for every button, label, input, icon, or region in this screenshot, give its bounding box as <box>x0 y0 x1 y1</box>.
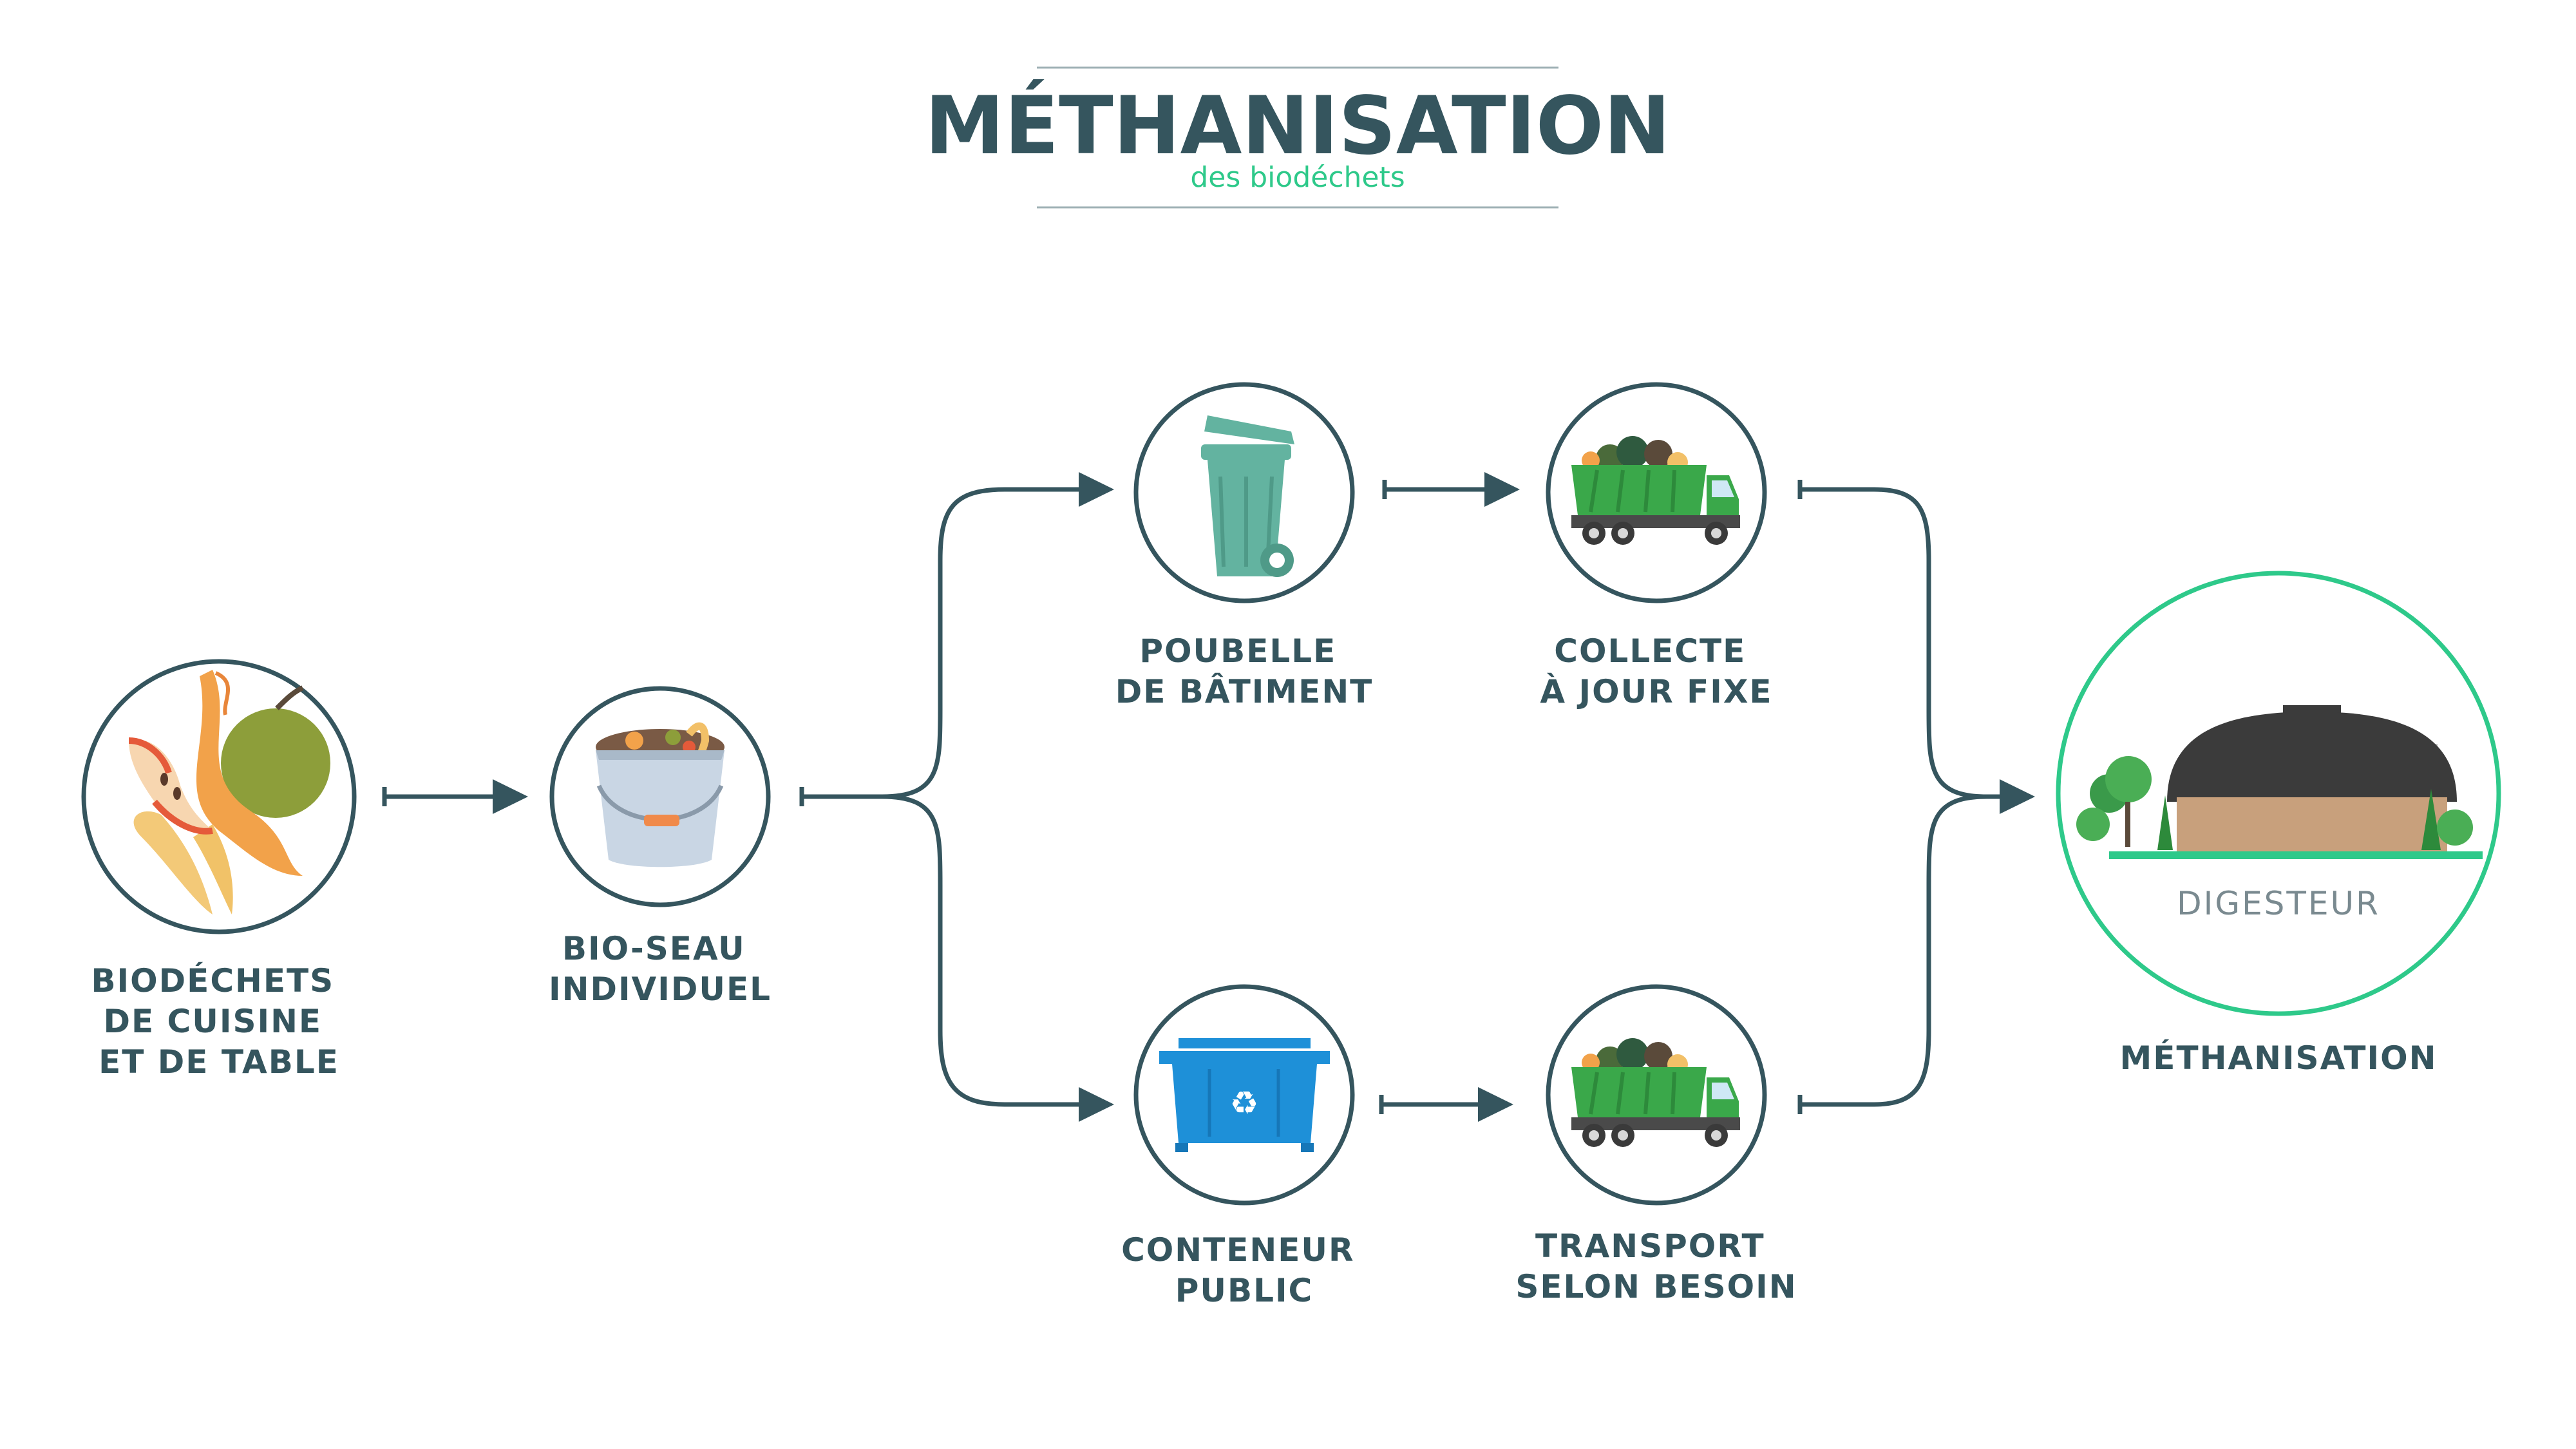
digester-label: DIGESTEUR <box>2177 885 2380 922</box>
garbage-truck-icon <box>1571 436 1740 545</box>
page-title: MÉTHANISATION <box>925 79 1671 173</box>
svg-text:CONTENEUR PUBLIC: CONTENEUR PUBLIC <box>1121 1231 1367 1309</box>
header: MÉTHANISATION des biodéchets <box>925 66 1671 209</box>
step-biowaste-label-3: ET DE TABLE <box>99 1043 339 1081</box>
wheelie-bin-icon <box>1201 415 1294 577</box>
svg-text:COLLECTE À JOUR FIXE: COLLECTE À JOUR FIXE <box>1540 632 1772 710</box>
bio-bucket-icon <box>596 722 724 867</box>
flow-connectors <box>382 480 2003 1114</box>
step-biowaste-label-2: DE CUISINE <box>103 1003 322 1040</box>
svg-text:BIO-SEAU INDIVIDUEL: BIO-SEAU INDIVIDUEL <box>549 930 772 1008</box>
step-bucket-label-2: INDIVIDUEL <box>549 971 772 1008</box>
svg-text:MÉTHANISATION: MÉTHANISATION <box>2120 1039 2438 1077</box>
svg-text:BIODÉCHETS DE CUISINE: BIODÉCHETS DE CUISINE ET DE TABLE <box>91 961 346 1081</box>
step-public-container-label-1: CONTENEUR <box>1121 1231 1354 1269</box>
step-methanisation-label: MÉTHANISATION <box>2120 1039 2438 1077</box>
digester-icon <box>2076 705 2483 859</box>
step-methanisation: DIGESTEUR MÉTHANISATION <box>2056 571 2501 1077</box>
step-building-bin-label-2: DE BÂTIMENT <box>1115 672 1374 710</box>
step-biowaste: BIODÉCHETS DE CUISINE ET DE TABLE <box>81 659 357 1081</box>
step-collect-fixed-label-2: À JOUR FIXE <box>1540 672 1772 710</box>
recycle-icon: ♻ <box>1230 1084 1259 1122</box>
svg-text:POUBELLE DE BÂTIMENT: POUBELLE DE BÂTIMENT <box>1115 632 1374 710</box>
page-subtitle: des biodéchets <box>1190 161 1405 194</box>
step-transport-need: TRANSPORT SELON BESOIN <box>1515 984 1797 1305</box>
food-waste-icon <box>128 670 330 914</box>
step-bucket-label-1: BIO-SEAU <box>562 930 746 967</box>
step-transport-need-label-2: SELON BESOIN <box>1515 1268 1797 1305</box>
step-building-bin: POUBELLE DE BÂTIMENT <box>1115 382 1374 710</box>
step-collect-fixed-label-1: COLLECTE <box>1554 632 1746 670</box>
step-building-bin-label-1: POUBELLE <box>1139 632 1336 670</box>
svg-text:TRANSPORT SELON BESOIN: TRANSPORT SELON BESOIN <box>1515 1227 1797 1305</box>
garbage-truck-icon-2 <box>1571 1038 1740 1147</box>
recycling-container-icon: ♻ <box>1159 1038 1330 1152</box>
step-public-container-label-2: PUBLIC <box>1175 1272 1314 1309</box>
flow-arrowheads <box>493 472 2035 1122</box>
step-biowaste-label-1: BIODÉCHETS <box>91 961 334 999</box>
step-transport-need-label-1: TRANSPORT <box>1535 1227 1765 1265</box>
step-collect-fixed: COLLECTE À JOUR FIXE <box>1540 382 1772 710</box>
step-bucket: BIO-SEAU INDIVIDUEL <box>549 686 772 1008</box>
step-public-container: ♻ CONTENEUR PUBLIC <box>1121 984 1367 1309</box>
